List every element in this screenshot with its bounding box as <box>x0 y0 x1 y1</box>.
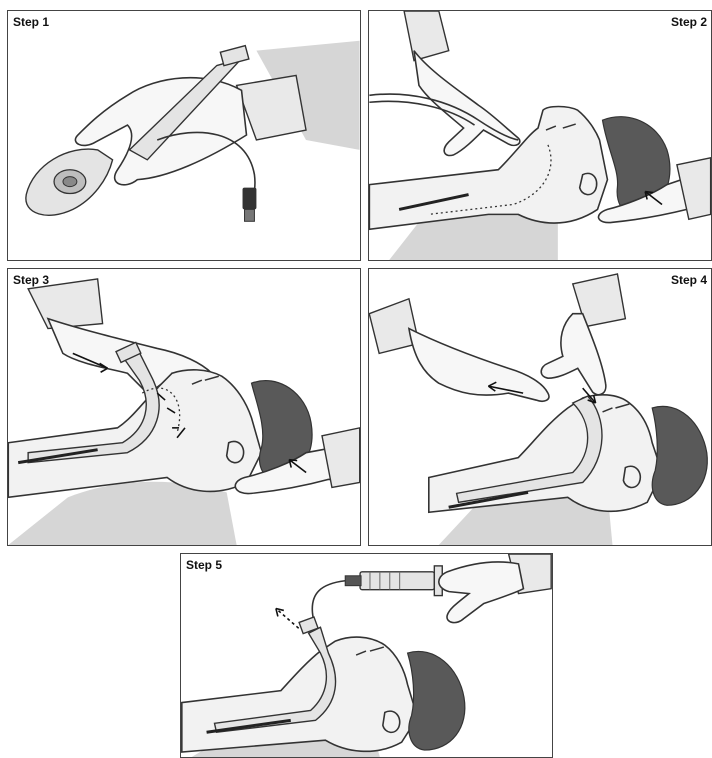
step-4-panel: Step 4 <box>368 268 712 546</box>
step-5-panel: Step 5 <box>180 553 553 758</box>
step-2-label: Step 2 <box>671 15 707 29</box>
step-2-illustration <box>369 11 711 260</box>
step-1-illustration <box>8 11 360 260</box>
step-5-illustration <box>181 554 552 757</box>
step-4-illustration <box>369 269 711 545</box>
step-5-label: Step 5 <box>186 558 222 572</box>
step-3-label: Step 3 <box>13 273 49 287</box>
step-3-illustration <box>8 269 360 545</box>
step-1-label: Step 1 <box>13 15 49 29</box>
step-2-panel: Step 2 <box>368 10 712 261</box>
step-4-label: Step 4 <box>671 273 707 287</box>
step-3-panel: Step 3 <box>7 268 361 546</box>
step-1-panel: Step 1 <box>7 10 361 261</box>
